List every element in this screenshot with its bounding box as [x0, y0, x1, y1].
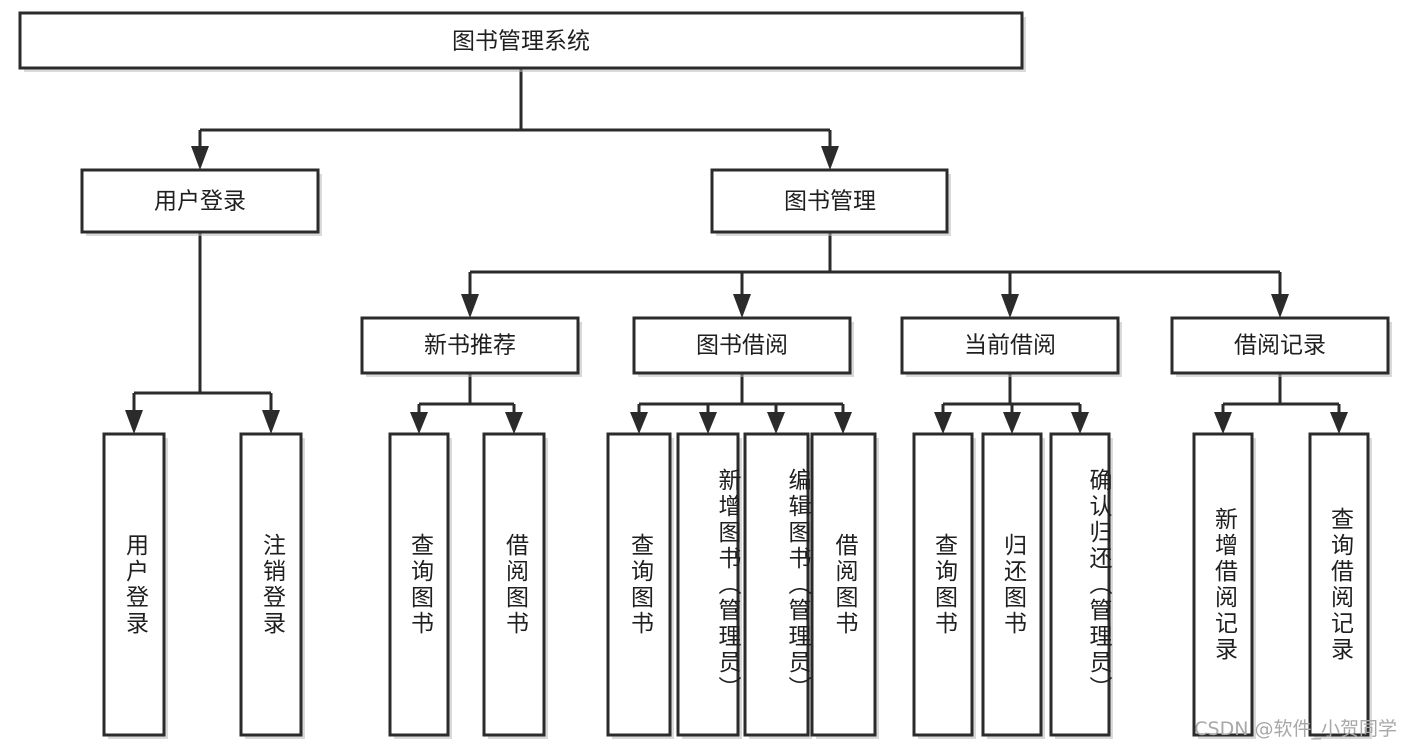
arrow-head-icon: [699, 412, 717, 434]
node-current-borrow[interactable]: 当前借阅: [900, 316, 1122, 377]
connector-group-root: [191, 68, 839, 170]
node-user-login-rect[interactable]: [80, 168, 320, 234]
leaf-node-group: [102, 432, 1372, 739]
arrow-head-icon: [733, 294, 751, 318]
leaf-return-book-rect[interactable]: [981, 432, 1043, 737]
connector-group-user-login: [125, 232, 280, 434]
arrow-head-icon: [1001, 294, 1019, 318]
arrow-head-icon: [1271, 294, 1289, 318]
node-user-login[interactable]: 用户登录: [80, 168, 322, 236]
arrow-head-icon: [125, 410, 143, 434]
connector-group-new-book-recommend: [410, 373, 523, 434]
leaf-query-book-2-rect[interactable]: [606, 432, 672, 737]
arrow-head-icon: [821, 146, 839, 170]
connector-group-book-management: [461, 232, 1289, 318]
connector-group-borrow-record: [1214, 373, 1348, 434]
leaf-confirm-return-admin-rect[interactable]: [1049, 432, 1111, 737]
node-root-label: 图书管理系统: [452, 29, 590, 55]
arrow-head-icon: [934, 412, 952, 434]
arrow-head-icon: [1003, 412, 1021, 434]
arrow-head-icon: [1214, 412, 1232, 434]
node-new-book-recommend-label: 新书推荐: [424, 333, 516, 359]
arrow-head-icon: [1330, 412, 1348, 434]
arrow-head-icon: [505, 412, 523, 434]
leaf-edit-book-admin-rect[interactable]: [743, 432, 810, 737]
connector-group-book-borrow: [630, 373, 852, 434]
arrow-head-icon: [191, 146, 209, 170]
leaf-add-borrow-record-rect[interactable]: [1192, 432, 1254, 737]
node-new-book-recommend-rect[interactable]: [360, 316, 580, 375]
node-borrow-record[interactable]: 借阅记录: [1170, 316, 1392, 377]
node-new-book-recommend[interactable]: 新书推荐: [360, 316, 582, 377]
node-book-management[interactable]: 图书管理: [710, 168, 951, 236]
arrow-head-icon: [1071, 412, 1089, 434]
leaf-user-login-rect[interactable]: [102, 432, 166, 737]
arrow-head-icon: [767, 412, 785, 434]
leaf-add-book-admin-rect[interactable]: [676, 432, 740, 737]
node-book-management-label: 图书管理: [784, 189, 876, 215]
node-root[interactable]: 图书管理系统: [18, 11, 1026, 72]
node-book-borrow[interactable]: 图书借阅: [632, 316, 854, 377]
leaf-borrow-book-2-rect[interactable]: [810, 432, 877, 737]
arrow-head-icon: [410, 412, 428, 434]
node-book-borrow-label: 图书借阅: [696, 333, 788, 359]
node-book-management-rect[interactable]: [710, 168, 949, 234]
arrow-head-icon: [834, 412, 852, 434]
node-book-borrow-rect[interactable]: [632, 316, 852, 375]
node-borrow-record-rect[interactable]: [1170, 316, 1390, 375]
arrow-head-icon: [630, 412, 648, 434]
node-root-rect[interactable]: [18, 11, 1024, 70]
node-current-borrow-rect[interactable]: [900, 316, 1120, 375]
arrow-head-icon: [262, 410, 280, 434]
node-user-login-label: 用户登录: [154, 189, 246, 215]
arrow-head-icon: [461, 294, 479, 318]
leaf-query-borrow-record-rect[interactable]: [1308, 432, 1370, 737]
leaf-logout-rect[interactable]: [239, 432, 303, 737]
leaf-borrow-book-1-rect[interactable]: [482, 432, 546, 737]
leaf-query-book-3-rect[interactable]: [912, 432, 974, 737]
node-borrow-record-label: 借阅记录: [1234, 333, 1326, 359]
connector-group-current-borrow: [934, 373, 1089, 434]
leaf-query-book-1-rect[interactable]: [388, 432, 450, 737]
node-current-borrow-label: 当前借阅: [964, 333, 1056, 359]
